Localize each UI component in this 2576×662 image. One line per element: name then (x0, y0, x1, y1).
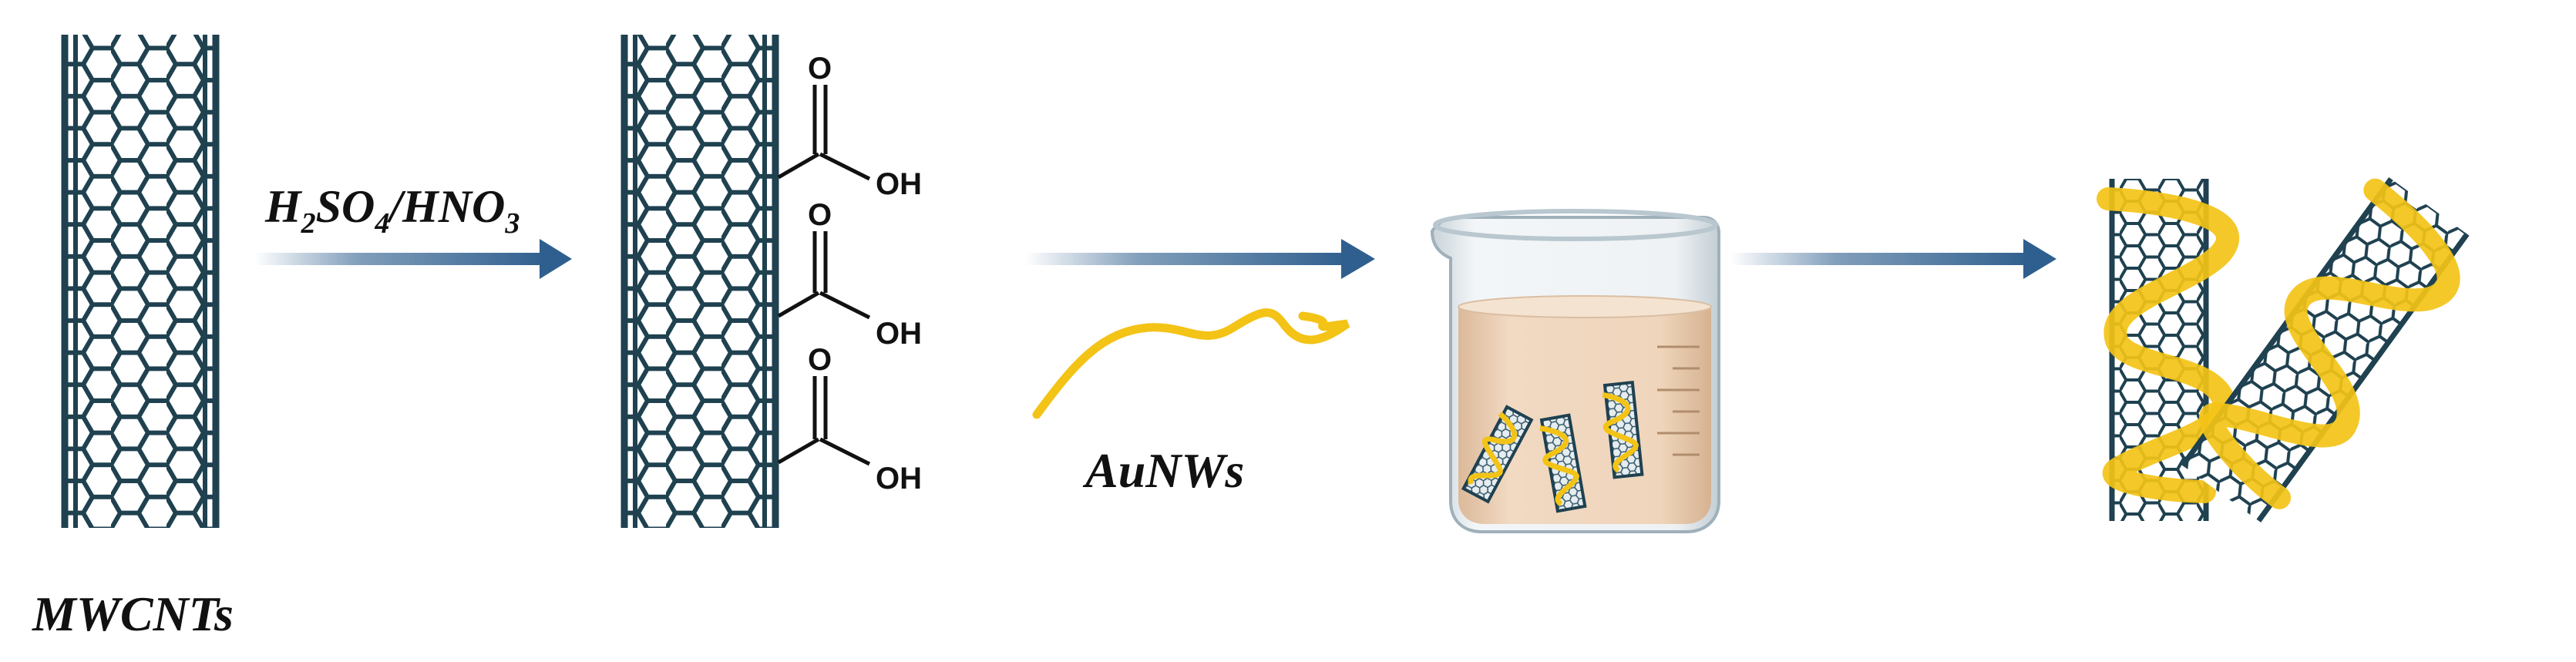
carboxyl-group (779, 231, 869, 318)
aunws-mixing-arrow (1025, 239, 1375, 279)
product-arrow (1730, 239, 2056, 279)
hydroxyl-label: OH (876, 317, 922, 351)
acid-oxidation-arrow (254, 239, 572, 279)
carbonyl-o-label: O (808, 198, 832, 232)
aunw-wrapped-mwcnts (2108, 175, 2479, 529)
carboxylated-mwcnt (624, 35, 775, 528)
carboxyl-group (779, 376, 869, 464)
acid-reagent-label: H2SO4/HNO3 (264, 181, 520, 240)
beaker-dispersion (1432, 211, 1719, 532)
aunws-label: AuNWs (1082, 443, 1244, 498)
carbonyl-o-label: O (808, 343, 832, 377)
carbonyl-o-label: O (808, 52, 832, 86)
pristine-mwcnt (65, 35, 216, 528)
gold-nanowire (1037, 313, 1347, 415)
mwcnts-label: MWCNTs (32, 586, 234, 641)
carboxyl-group (779, 85, 869, 179)
hydroxyl-label: OH (876, 462, 922, 496)
hydroxyl-label: OH (876, 167, 922, 201)
